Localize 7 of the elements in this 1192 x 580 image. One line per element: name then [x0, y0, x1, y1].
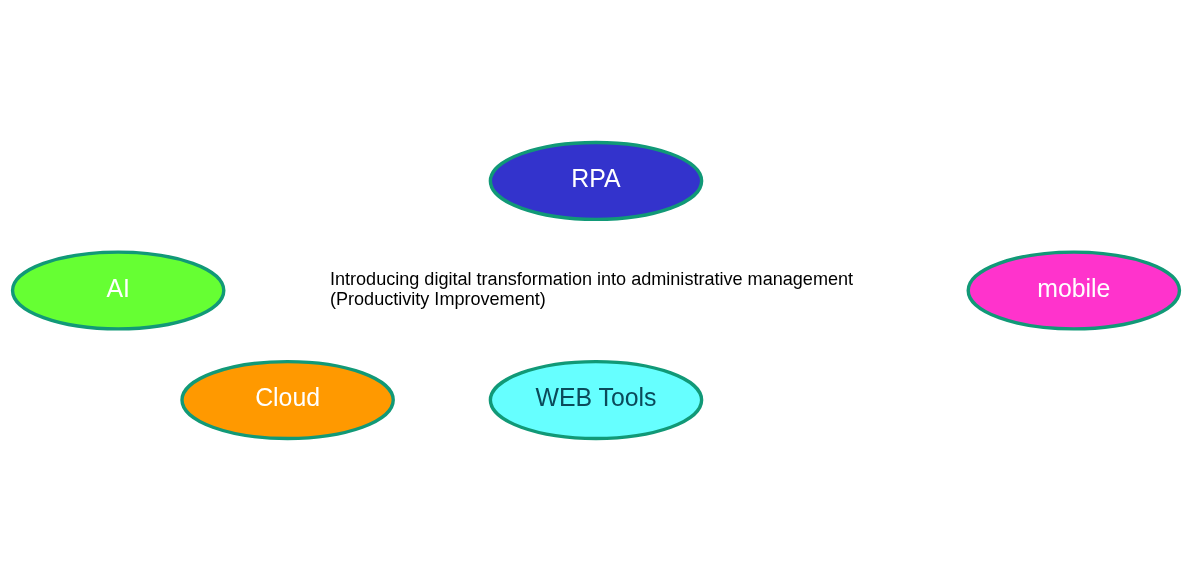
label: Introducing digital transformation into administrative management — [329, 268, 854, 289]
node-ellipse: RPA — [488, 140, 704, 221]
node-ellipse: mobile — [966, 249, 1182, 331]
node-ellipse: AI — [10, 249, 226, 331]
node-ellipse: Cloud — [180, 359, 395, 440]
node-ellipse: WEB Tools — [488, 359, 704, 440]
label: (Productivity Improvement) — [329, 288, 546, 309]
